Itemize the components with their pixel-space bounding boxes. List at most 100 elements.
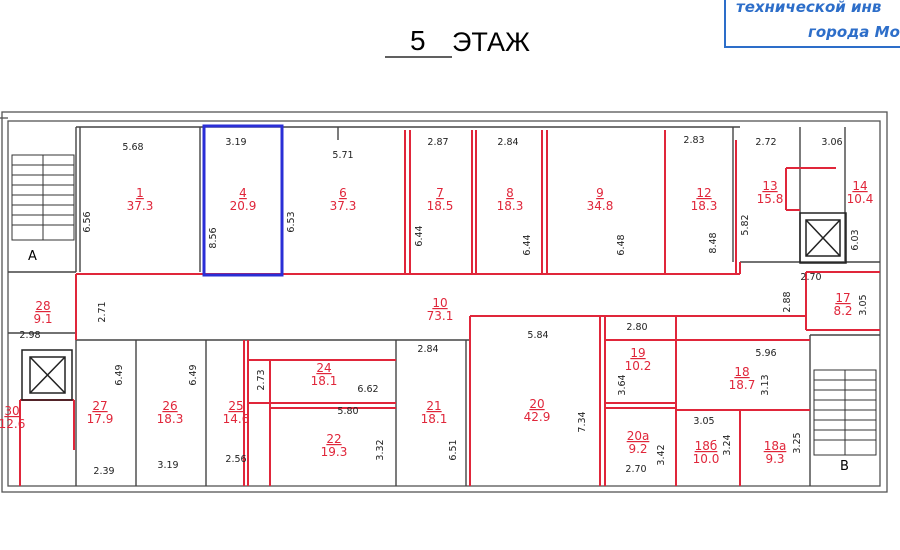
- dimension-label: 6.53: [286, 211, 297, 232]
- dimension-label: 5.68: [122, 142, 143, 153]
- room-number: 14: [852, 179, 867, 193]
- dimension-labels: 5.68 3.19 5.71 2.87 2.84 2.83 2.72 3.06 6.56 8.56…: [19, 135, 869, 477]
- room-number: 27: [92, 399, 107, 413]
- highlighted-room-4[interactable]: [202, 124, 284, 277]
- room-labels: 137.3420.9637.3718.5818.3934.81218.31315…: [0, 179, 873, 466]
- room-number: 18а: [764, 439, 787, 453]
- room-area: 8.2: [833, 304, 852, 318]
- walls-redevelopment: [19, 130, 880, 486]
- dimension-label: 5.82: [740, 214, 751, 235]
- dimension-label: 3.64: [617, 374, 628, 395]
- dimension-label: 6.51: [448, 439, 459, 460]
- dimension-label: 5.80: [337, 406, 358, 417]
- elevator-left: [21, 349, 73, 401]
- dimension-label: 7.34: [577, 411, 588, 432]
- room-number: 8: [506, 186, 514, 200]
- dimension-label: 5.84: [527, 330, 548, 341]
- dimension-label: 2.84: [497, 137, 518, 148]
- dimension-label: 2.73: [256, 369, 267, 390]
- floor-number: 5: [410, 25, 426, 56]
- room-area: 73.1: [427, 309, 454, 323]
- dimension-label: 2.88: [782, 291, 793, 312]
- bti-stamp: технической инв города Мо: [724, 0, 900, 48]
- room-area: 18.3: [157, 412, 184, 426]
- stamp-line-2: города Мо: [808, 23, 900, 41]
- dimension-label: 6.49: [188, 364, 199, 385]
- stair-right: [813, 369, 877, 456]
- room-area: 9.1: [33, 312, 52, 326]
- room-area: 18.7: [729, 378, 756, 392]
- dimension-label: 2.56: [225, 454, 246, 465]
- elevator-right: [799, 212, 847, 264]
- dimension-label: 3.42: [656, 444, 667, 465]
- room-number: 6: [339, 186, 347, 200]
- dimension-label: 2.87: [427, 137, 448, 148]
- dimension-label: 2.98: [19, 330, 40, 341]
- room-area: 18.1: [311, 374, 338, 388]
- room-number: 25: [228, 399, 243, 413]
- room-number: 20: [529, 397, 544, 411]
- dimension-label: 3.25: [792, 432, 803, 453]
- room-number: 10: [432, 296, 447, 310]
- room-number: 26: [162, 399, 177, 413]
- room-number: 22: [326, 432, 341, 446]
- room-area: 9.2: [628, 442, 647, 456]
- room-number: 28: [35, 299, 50, 313]
- dimension-label: 6.44: [522, 234, 533, 255]
- stair-left: [11, 154, 75, 241]
- room-number: 18б: [695, 439, 718, 453]
- dimension-label: 3.06: [821, 137, 842, 148]
- floor-word: ЭТАЖ: [452, 27, 530, 57]
- room-area: 37.3: [127, 199, 154, 213]
- dimension-label: 3.24: [722, 434, 733, 455]
- dimension-label: 6.44: [414, 225, 425, 246]
- dimension-label: 6.49: [114, 364, 125, 385]
- dimension-label: 6.03: [850, 229, 861, 250]
- room-area: 14.6: [223, 412, 250, 426]
- dimension-label: 2.72: [755, 137, 776, 148]
- room-area: 18.1: [421, 412, 448, 426]
- dimension-label: 2.70: [800, 272, 821, 283]
- stair-label-b: В: [840, 459, 849, 474]
- stair-label-a: А: [28, 249, 37, 264]
- dimension-label: 6.56: [82, 211, 93, 232]
- room-number: 13: [762, 179, 777, 193]
- room-area: 20.9: [230, 199, 257, 213]
- room-area: 12.6: [0, 417, 25, 431]
- room-number: 30: [4, 404, 19, 418]
- dimension-label: 3.19: [157, 460, 178, 471]
- room-area: 9.3: [765, 452, 784, 466]
- room-area: 37.3: [330, 199, 357, 213]
- dimension-label: 3.05: [858, 294, 869, 315]
- dimension-label: 5.96: [755, 348, 776, 359]
- dimension-label: 2.83: [683, 135, 704, 146]
- dimension-label: 2.84: [417, 344, 438, 355]
- dimension-label: 8.56: [208, 227, 219, 248]
- room-number: 12: [696, 186, 711, 200]
- dimension-label: 2.71: [97, 301, 108, 322]
- dimension-label: 3.32: [375, 439, 386, 460]
- building-outline: [0, 111, 888, 493]
- dimension-label: 3.13: [760, 374, 771, 395]
- room-number: 9: [596, 186, 604, 200]
- room-number: 7: [436, 186, 444, 200]
- room-area: 19.3: [321, 445, 348, 459]
- dimension-label: 2.70: [625, 464, 646, 475]
- room-number: 21: [426, 399, 441, 413]
- floor-title: 5 ЭТАЖ: [385, 25, 530, 58]
- dimension-label: 5.71: [332, 150, 353, 161]
- room-number: 24: [316, 361, 331, 375]
- dimension-label: 3.05: [693, 416, 714, 427]
- room-area: 15.8: [757, 192, 784, 206]
- room-area: 17.9: [87, 412, 114, 426]
- room-number: 20а: [627, 429, 650, 443]
- room-area: 18.5: [427, 199, 454, 213]
- room-number: 19: [630, 346, 645, 360]
- room-area: 18.3: [691, 199, 718, 213]
- room-area: 42.9: [524, 410, 551, 424]
- room-area: 10.4: [847, 192, 874, 206]
- room-area: 10.0: [693, 452, 720, 466]
- dimension-label: 8.48: [708, 232, 719, 253]
- dimension-label: 6.48: [616, 234, 627, 255]
